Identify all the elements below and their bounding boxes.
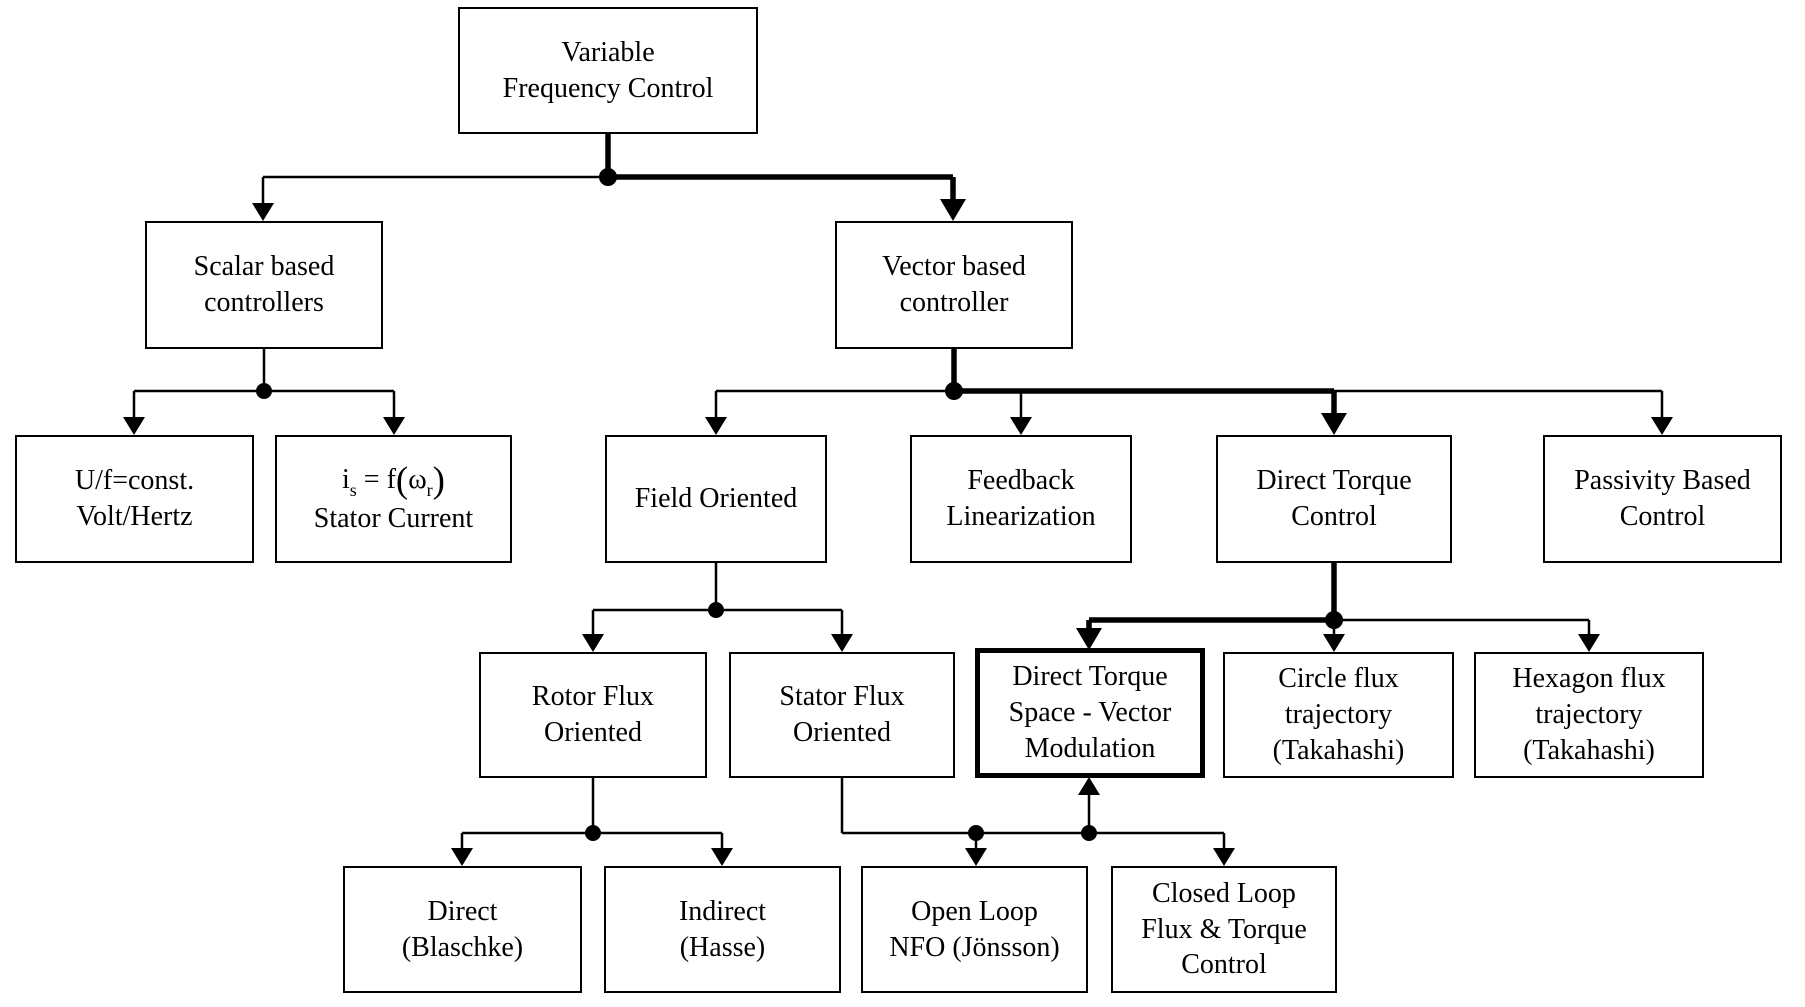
arrowhead-down-icon (831, 634, 853, 652)
formula-omega: ω (408, 463, 427, 495)
node-feedback-linearization: Feedback Linearization (910, 435, 1132, 563)
node-volt-hertz: U/f=const. Volt/Hertz (15, 435, 254, 563)
node-closed-loop-flux-torque-control: Closed Loop Flux & Torque Control (1111, 866, 1337, 993)
node-passivity-based-control: Passivity Based Control (1543, 435, 1782, 563)
node-vector-based-controller: Vector based controller (835, 221, 1073, 349)
arrowhead-down-icon (1323, 634, 1345, 652)
arrowhead-down-icon (252, 203, 274, 221)
node-stator-current: is = f(ωr) Stator Current (275, 435, 512, 563)
arrowhead-down-icon (123, 417, 145, 435)
node-open-loop-nfo: Open Loop NFO (Jönsson) (861, 866, 1088, 993)
node-stator-flux-oriented: Stator Flux Oriented (729, 652, 955, 778)
arrowhead-down-icon (1213, 848, 1235, 866)
node-scalar-based-controllers: Scalar based controllers (145, 221, 383, 349)
node-field-oriented: Field Oriented (605, 435, 827, 563)
node-circle-flux-trajectory: Circle flux trajectory (Takahashi) (1223, 652, 1454, 778)
arrowhead-down-icon (383, 417, 405, 435)
formula-equals-f: = f (356, 463, 396, 495)
arrowhead-up-icon (1078, 777, 1100, 795)
arrowhead-down-icon (1578, 634, 1600, 652)
node-indirect-hasse: Indirect (Hasse) (604, 866, 841, 993)
formula-close-paren: ) (432, 459, 445, 501)
node-direct-torque-control: Direct Torque Control (1216, 435, 1452, 563)
arrowhead-down-icon (1076, 628, 1102, 650)
arrowhead-down-icon (582, 634, 604, 652)
node-hexagon-flux-trajectory: Hexagon flux trajectory (Takahashi) (1474, 652, 1704, 778)
node-variable-frequency-control: Variable Frequency Control (458, 7, 758, 134)
arrowhead-down-icon (1321, 413, 1347, 435)
formula-i: i (341, 463, 350, 495)
arrowhead-down-icon (711, 848, 733, 866)
node-direct-blaschke: Direct (Blaschke) (343, 866, 582, 993)
stator-current-formula: is = f(ωr) (341, 459, 445, 502)
arrowhead-down-icon (705, 417, 727, 435)
formula-i-subscript: s (349, 479, 357, 500)
arrowhead-down-icon (1010, 417, 1032, 435)
arrowhead-down-icon (940, 199, 966, 221)
arrowhead-down-icon (1651, 417, 1673, 435)
formula-omega-subscript: r (426, 479, 433, 500)
node-rotor-flux-oriented: Rotor Flux Oriented (479, 652, 707, 778)
arrowhead-down-icon (451, 848, 473, 866)
junction-dot (599, 168, 617, 186)
node-direct-torque-space-vector-modulation: Direct Torque Space - Vector Modulation (975, 648, 1205, 778)
formula-open-paren: ( (395, 459, 409, 501)
stator-current-label: Stator Current (313, 503, 474, 535)
arrowhead-down-icon (965, 848, 987, 866)
